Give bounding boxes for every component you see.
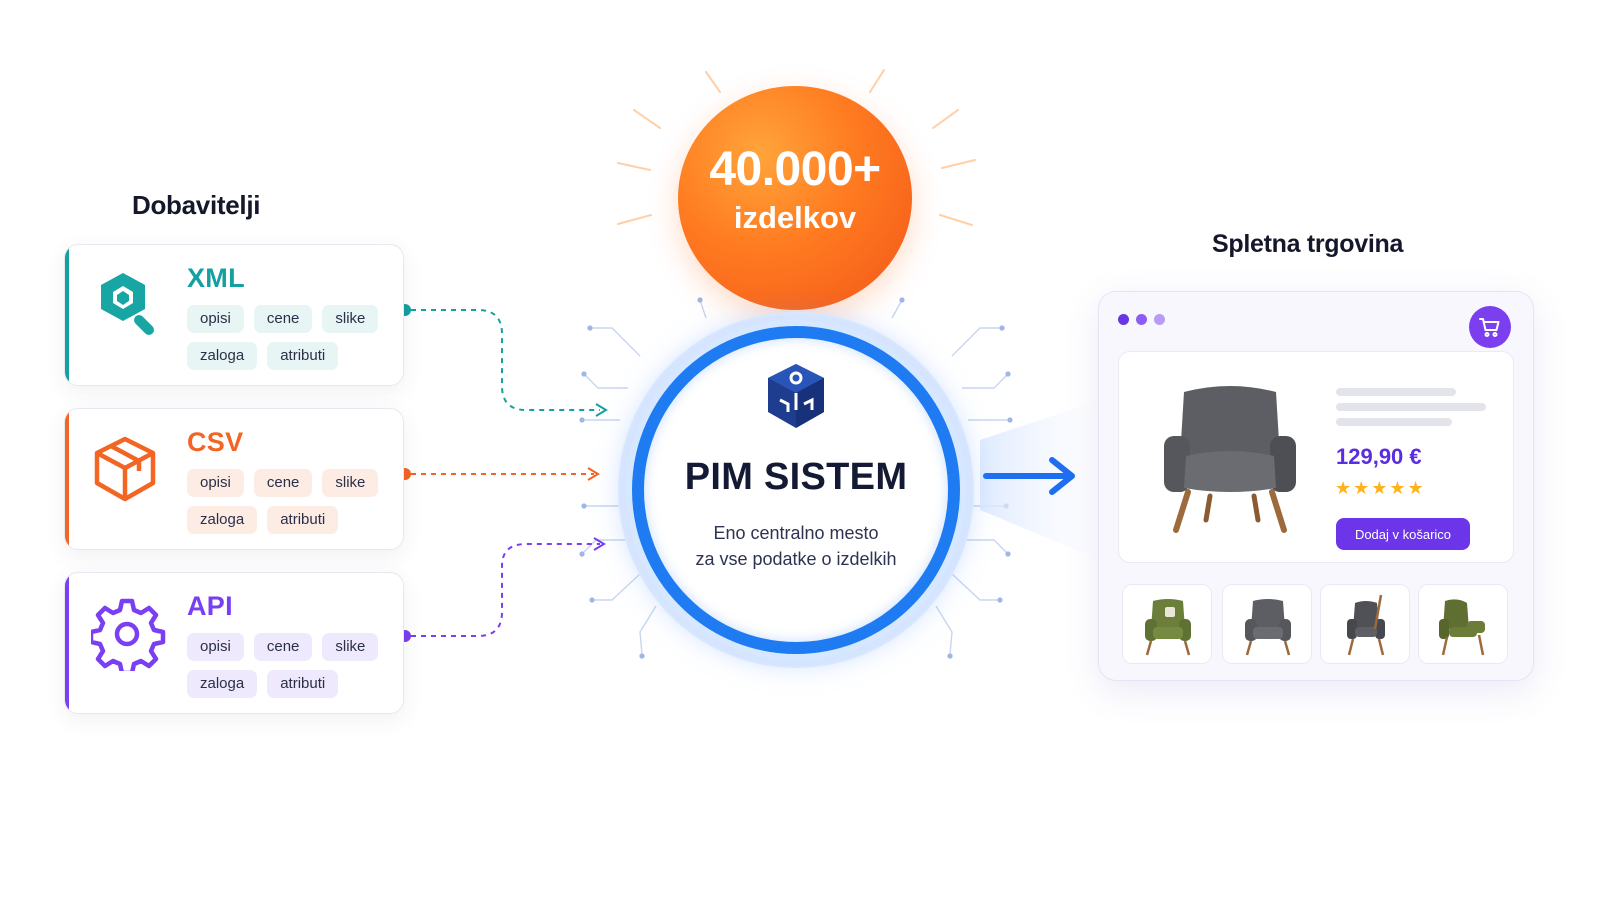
supplier-card-xml[interactable]: XML opisi cene slike zaloga atributi xyxy=(64,244,404,386)
chip: opisi xyxy=(187,305,244,333)
pim-subtitle-line: Eno centralno mesto xyxy=(713,523,879,543)
chip: opisi xyxy=(187,469,244,497)
chip: slike xyxy=(322,469,379,497)
chip-list: opisi cene slike zaloga atributi xyxy=(187,305,392,370)
product-image[interactable] xyxy=(1150,380,1310,540)
thumbnail-gray-chair[interactable] xyxy=(1222,584,1312,664)
gear-icon xyxy=(88,595,167,676)
placeholder-line xyxy=(1336,403,1486,411)
xml-connector xyxy=(399,304,608,417)
card-accent xyxy=(65,245,69,385)
cart-button[interactable] xyxy=(1469,306,1511,348)
chip: cene xyxy=(253,633,313,661)
chip: slike xyxy=(322,305,379,333)
badge-label: izdelkov xyxy=(733,200,857,235)
output-arrow xyxy=(983,457,1075,495)
box-icon xyxy=(91,431,167,507)
chip: atributi xyxy=(267,506,339,534)
cube-network-icon xyxy=(760,360,832,432)
thumbnail-dark-gray-chair[interactable] xyxy=(1320,584,1410,664)
chip: zaloga xyxy=(187,506,258,534)
thumbnail-olive-chair[interactable] xyxy=(1418,584,1508,664)
suppliers-title: Dobavitelji xyxy=(132,190,261,220)
chip: zaloga xyxy=(187,342,258,370)
search-hex-icon xyxy=(91,267,167,343)
flow-beam xyxy=(980,400,1100,560)
thumbnail-green-chair[interactable] xyxy=(1122,584,1212,664)
placeholder-line xyxy=(1336,418,1452,426)
supplier-name: API xyxy=(187,591,233,621)
product-count-badge xyxy=(678,86,912,310)
supplier-card-csv[interactable]: CSV opisi cene slike zaloga atributi xyxy=(64,408,404,550)
supplier-name: XML xyxy=(187,263,245,293)
chip: atributi xyxy=(267,670,339,698)
add-to-cart-button[interactable]: Dodaj v košarico xyxy=(1336,518,1470,550)
product-price: 129,90 € xyxy=(1336,444,1422,469)
badge-number: 40.000+ xyxy=(709,143,881,196)
placeholder-line xyxy=(1336,388,1456,396)
chip: cene xyxy=(253,469,313,497)
chip-list: opisi cene slike zaloga atributi xyxy=(187,469,392,534)
chip: zaloga xyxy=(187,670,258,698)
chip: atributi xyxy=(267,342,339,370)
rating-stars: ★★★★★ xyxy=(1335,478,1426,498)
card-accent xyxy=(65,573,69,713)
pim-subtitle-line: za vse podatke o izdelkih xyxy=(695,549,897,569)
supplier-card-api[interactable]: API opisi cene slike zaloga atributi xyxy=(64,572,404,714)
pim-title: PIM SISTEM xyxy=(684,456,908,498)
chip-list: opisi cene slike zaloga atributi xyxy=(187,633,392,698)
api-connector xyxy=(399,537,606,642)
csv-connector xyxy=(399,467,600,481)
window-dot xyxy=(1118,314,1129,325)
supplier-name: CSV xyxy=(187,427,244,457)
chip: cene xyxy=(253,305,313,333)
card-accent xyxy=(65,409,69,549)
badge-rays xyxy=(617,69,976,226)
chip: slike xyxy=(322,633,379,661)
cart-icon xyxy=(1479,318,1500,337)
window-dot xyxy=(1154,314,1165,325)
pim-subtitle: Eno centralno mesto za vse podatke o izd… xyxy=(652,520,940,572)
window-dot xyxy=(1136,314,1147,325)
chip: opisi xyxy=(187,633,244,661)
shop-title: Spletna trgovina xyxy=(1212,230,1404,258)
